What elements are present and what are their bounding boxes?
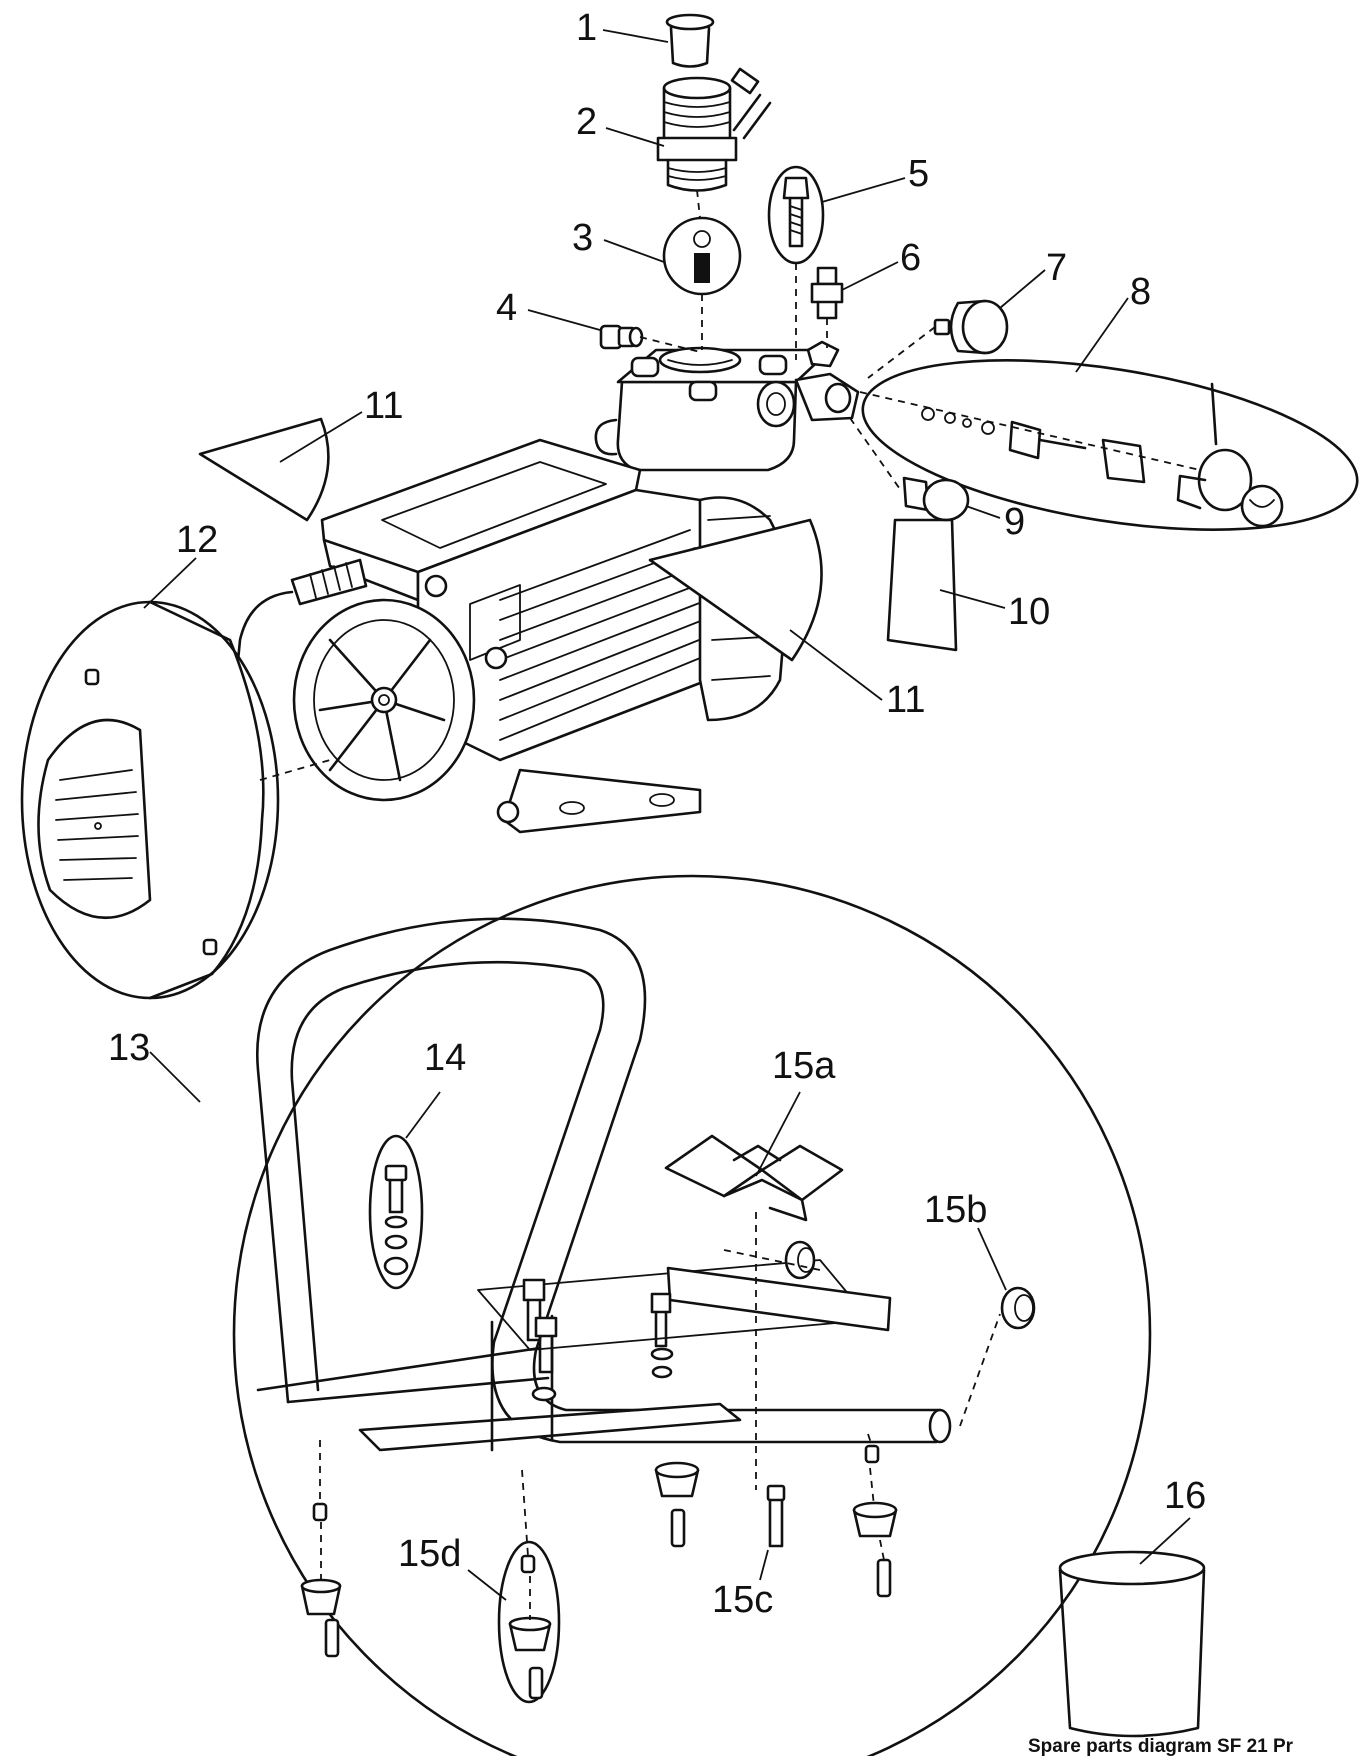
label-13: 13 [108, 1027, 150, 1069]
part-15d-foot-set-inset [497, 1540, 561, 1704]
part-15c-screw [766, 1484, 786, 1548]
label-15d: 15d [398, 1533, 461, 1575]
label-2: 2 [576, 101, 597, 143]
pump-head [594, 340, 860, 472]
label-4: 4 [496, 287, 517, 329]
label-9: 9 [1004, 501, 1025, 543]
diagram-caption: Spare parts diagram SF 21 Pr [1028, 1736, 1294, 1756]
label-11-upper: 11 [364, 385, 403, 427]
label-14: 14 [424, 1037, 466, 1079]
part-4-fitting [599, 324, 644, 350]
part-13-frame-inset [232, 874, 1152, 1756]
part-3-filter-inset [662, 216, 742, 296]
label-15b: 15b [924, 1189, 987, 1231]
label-15c: 15c [712, 1579, 773, 1621]
part-5-screw-inset [767, 165, 825, 265]
part-1-cap [665, 13, 715, 68]
part-8-valve-set-inset [861, 359, 1359, 531]
part-11-decal-left [198, 417, 330, 522]
part-15a-bracket [664, 1134, 844, 1222]
part-6-nipple [810, 266, 844, 320]
label-8: 8 [1130, 271, 1151, 313]
part-16-sleeve [1058, 1550, 1206, 1738]
label-1: 1 [576, 7, 597, 49]
part-10-decal [886, 518, 958, 652]
label-5: 5 [908, 153, 929, 195]
part-14-bolt-set-inset [368, 1134, 424, 1290]
part-2-inlet-fitting [656, 67, 772, 192]
part-9-plug [902, 476, 970, 522]
part-12-fan-cover [20, 600, 280, 1000]
part-labels: 1 2 3 4 5 6 7 8 9 10 11 11 12 13 14 15a … [108, 7, 1206, 1621]
label-6: 6 [900, 237, 921, 279]
label-15a: 15a [772, 1045, 836, 1087]
label-11-lower: 11 [886, 679, 925, 721]
label-12: 12 [176, 519, 218, 561]
label-7: 7 [1046, 247, 1067, 289]
assembly-lines [259, 189, 1201, 1620]
rubber-feet [300, 1444, 898, 1658]
label-16: 16 [1164, 1475, 1206, 1517]
part-7-cap [933, 299, 1009, 355]
label-3: 3 [572, 217, 593, 259]
leader-lines [143, 29, 1191, 1601]
label-10: 10 [1008, 591, 1050, 633]
part-15b-plugs [784, 1240, 1036, 1330]
motor-body [225, 438, 823, 834]
